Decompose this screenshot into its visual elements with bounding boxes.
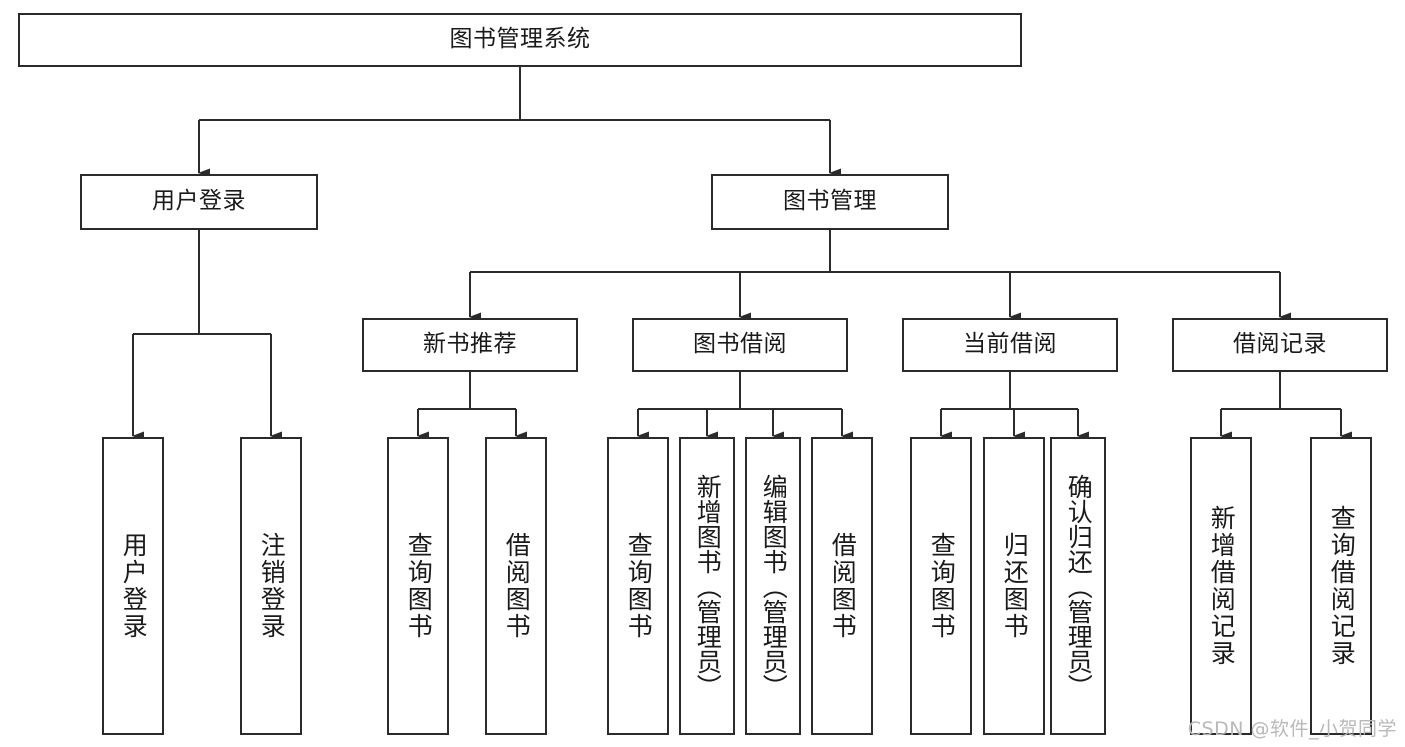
node-label: 借阅图书 bbox=[828, 532, 858, 640]
node-label: 编辑图书（管理员） bbox=[759, 473, 789, 699]
node-label: 新书推荐 bbox=[423, 331, 517, 358]
node-label: 新增图书（管理员） bbox=[693, 473, 723, 699]
node-label: 借阅图书 bbox=[502, 532, 532, 640]
node-label: 查询图书 bbox=[404, 532, 434, 640]
node-label: 当前借阅 bbox=[963, 331, 1057, 358]
node-label: 归还图书 bbox=[1000, 532, 1030, 640]
node-label: 图书管理 bbox=[783, 188, 877, 215]
node-leaf-query-book-recommend[interactable]: 查询图书 bbox=[387, 437, 449, 735]
node-label: 用户登录 bbox=[119, 532, 149, 640]
node-label: 查询图书 bbox=[927, 532, 957, 640]
node-label: 查询图书 bbox=[624, 532, 654, 640]
node-root[interactable]: 图书管理系统 bbox=[18, 13, 1022, 67]
node-leaf-add-book-admin[interactable]: 新增图书（管理员） bbox=[679, 437, 735, 735]
node-leaf-query-book-current[interactable]: 查询图书 bbox=[910, 437, 972, 735]
node-leaf-logout[interactable]: 注销登录 bbox=[240, 437, 302, 735]
node-leaf-user-login[interactable]: 用户登录 bbox=[102, 437, 164, 735]
node-book-management[interactable]: 图书管理 bbox=[711, 174, 949, 230]
node-leaf-return-book[interactable]: 归还图书 bbox=[983, 437, 1045, 735]
node-label: 新增借阅记录 bbox=[1207, 505, 1237, 667]
node-label: 确认归还（管理员） bbox=[1064, 473, 1094, 699]
node-borrow-record[interactable]: 借阅记录 bbox=[1172, 318, 1388, 372]
node-current-borrow[interactable]: 当前借阅 bbox=[902, 318, 1118, 372]
node-leaf-edit-book-admin[interactable]: 编辑图书（管理员） bbox=[745, 437, 801, 735]
node-label: 图书管理系统 bbox=[449, 26, 591, 53]
node-new-book-recommend[interactable]: 新书推荐 bbox=[362, 318, 578, 372]
node-user-login[interactable]: 用户登录 bbox=[80, 174, 318, 230]
node-label: 借阅记录 bbox=[1233, 331, 1327, 358]
node-leaf-query-book-borrow[interactable]: 查询图书 bbox=[607, 437, 669, 735]
node-leaf-add-borrow-record[interactable]: 新增借阅记录 bbox=[1190, 437, 1252, 735]
node-book-borrow[interactable]: 图书借阅 bbox=[632, 318, 848, 372]
node-label: 查询借阅记录 bbox=[1327, 505, 1357, 667]
node-label: 注销登录 bbox=[257, 532, 287, 640]
node-label: 用户登录 bbox=[152, 188, 246, 215]
node-label: 图书借阅 bbox=[693, 331, 787, 358]
node-leaf-borrow-book-recommend[interactable]: 借阅图书 bbox=[485, 437, 547, 735]
node-leaf-borrow-book-borrow[interactable]: 借阅图书 bbox=[811, 437, 873, 735]
node-leaf-query-borrow-record[interactable]: 查询借阅记录 bbox=[1310, 437, 1372, 735]
node-leaf-confirm-return-admin[interactable]: 确认归还（管理员） bbox=[1050, 437, 1106, 735]
